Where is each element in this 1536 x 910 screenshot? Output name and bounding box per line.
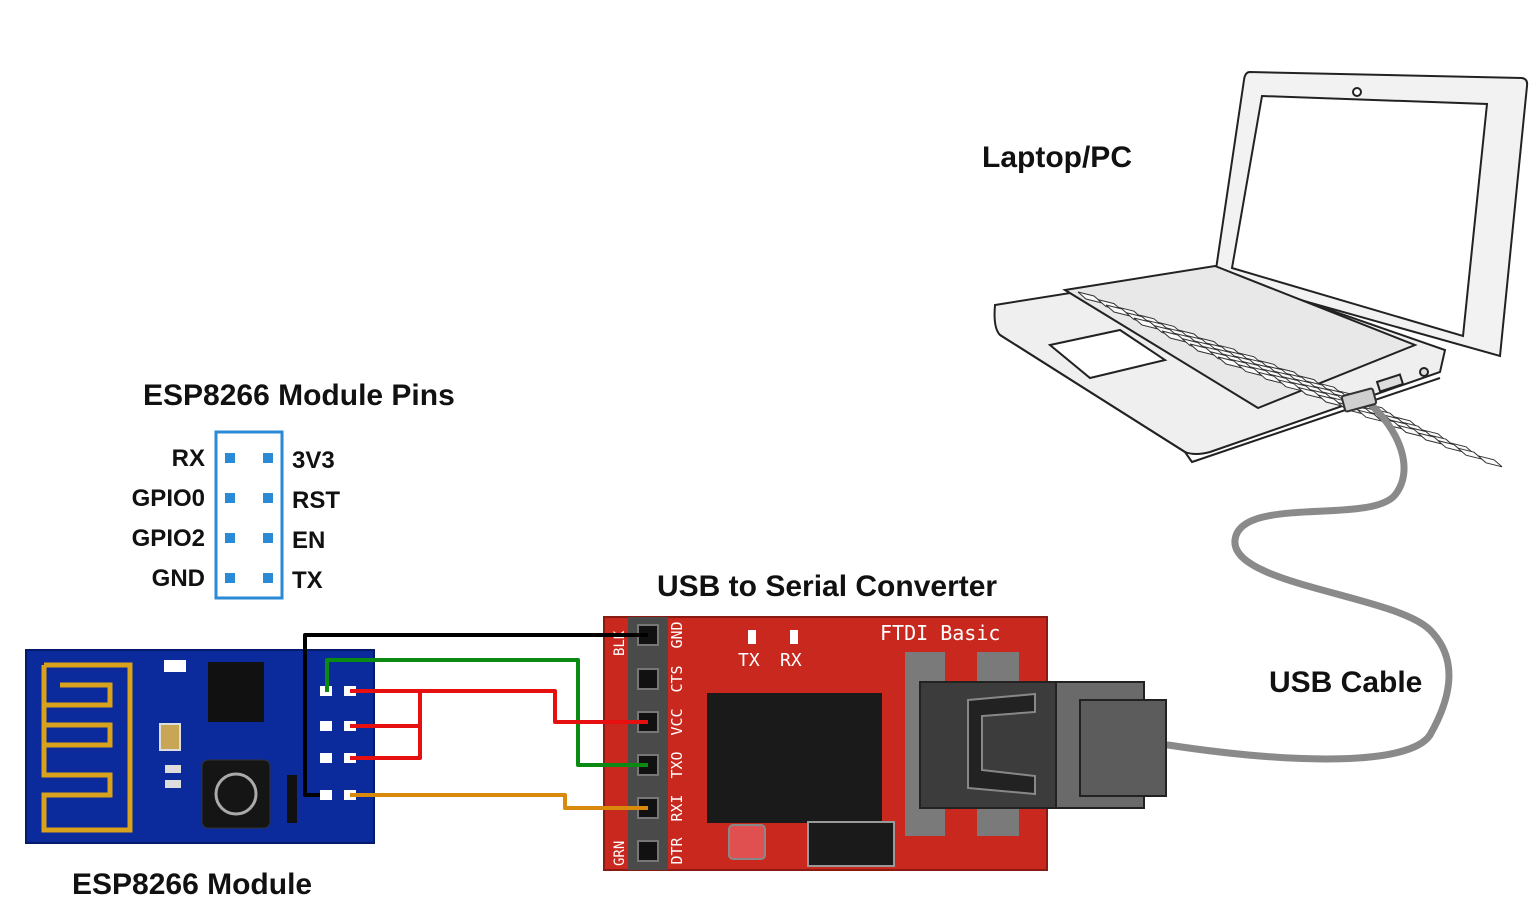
wire-vcc-3v3	[350, 689, 648, 724]
esp-module-label: ESP8266 Module	[72, 868, 312, 901]
ftdi-pin-label: GND	[668, 621, 686, 648]
pin-dot	[225, 533, 235, 543]
pin-dot	[263, 453, 273, 463]
pin-label-right: TX	[292, 567, 323, 594]
pin-label-right: RST	[292, 487, 340, 514]
esp8266-board	[25, 649, 375, 844]
wire-vcc-en	[350, 726, 422, 760]
ftdi-pin-label: RXI	[668, 794, 686, 821]
ftdi-grn-label: GRN	[612, 841, 628, 866]
laptop-label: Laptop/PC	[982, 141, 1132, 174]
ftdi-pin-label: DTR	[668, 836, 686, 864]
ftdi-board	[603, 616, 1057, 871]
ftdi-header-pin	[637, 668, 659, 690]
pin-dot	[225, 573, 235, 583]
esp-pin-pad	[320, 753, 332, 763]
converter-label: USB to Serial Converter	[657, 570, 997, 603]
wire-rx	[350, 793, 648, 810]
ftdi-pin-label: CTS	[668, 665, 686, 692]
usb-cable-label: USB Cable	[1269, 666, 1422, 699]
esp-pin-pad	[320, 721, 332, 731]
pin-label-left: RX	[172, 445, 205, 472]
pin-label-right: 3V3	[292, 447, 335, 474]
usb-cable-wire	[1164, 398, 1453, 763]
pin-dot	[225, 453, 235, 463]
usb-plug	[1047, 681, 1167, 809]
pin-dot	[263, 573, 273, 583]
ftdi-led-tx-label: TX	[738, 650, 760, 671]
ftdi-chip	[707, 693, 882, 823]
esp-chip	[201, 759, 271, 829]
ftdi-brand-label: FTDI Basic	[880, 621, 1000, 645]
ftdi-led-rx-label: RX	[780, 650, 802, 671]
usb-mini-plug	[1340, 387, 1378, 413]
ftdi-pin-label: TXO	[668, 751, 686, 778]
pin-label-left: GPIO2	[132, 525, 205, 552]
pcb-antenna-trace	[41, 662, 133, 833]
ftdi-pin-label: VCC	[668, 708, 686, 735]
pin-dot	[263, 493, 273, 503]
pin-label-right: EN	[292, 527, 325, 554]
wire-gnd	[303, 633, 648, 797]
wires	[303, 633, 648, 810]
pin-dot	[263, 533, 273, 543]
pin-label-left: GPIO0	[132, 485, 205, 512]
pins-title: ESP8266 Module Pins	[143, 379, 455, 412]
wire-tx	[325, 658, 648, 767]
esp-pin-pad	[320, 790, 332, 800]
ftdi-header-pin	[637, 840, 659, 862]
pin-dot	[225, 493, 235, 503]
pin-label-left: GND	[152, 565, 205, 592]
keyboard-key	[1477, 455, 1503, 468]
keyboard-keys	[1077, 291, 1503, 468]
flash-chip	[208, 662, 264, 722]
laptop-illustration	[993, 70, 1529, 464]
